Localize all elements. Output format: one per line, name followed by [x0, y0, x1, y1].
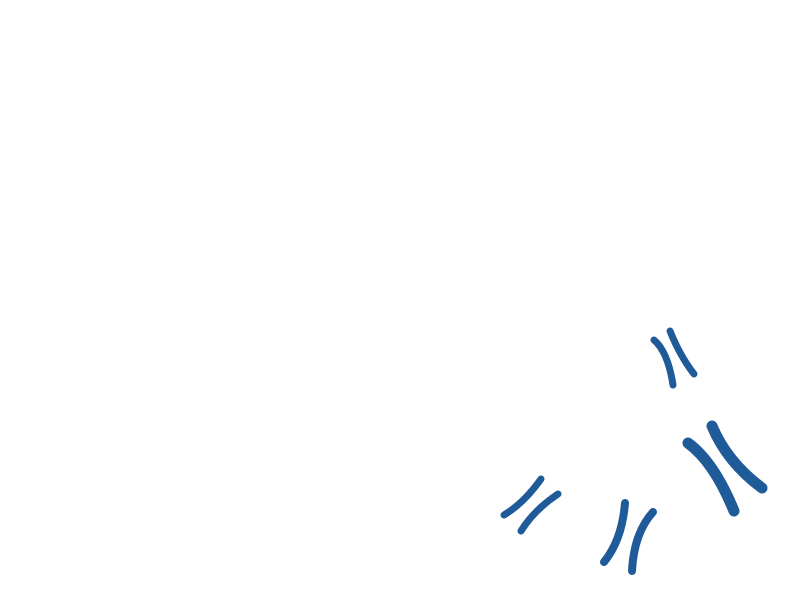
- motion-line: [650, 336, 677, 389]
- motion-line: [666, 327, 698, 378]
- motion-line: [500, 475, 545, 519]
- motion-line: [628, 508, 657, 575]
- motion-lines-group-right: [682, 420, 768, 517]
- motion-lines-group-top: [650, 327, 698, 389]
- motion-lines-group-middle: [600, 499, 657, 575]
- motion-line: [706, 420, 768, 494]
- motion-line: [517, 490, 562, 535]
- motion-lines-group-left: [500, 475, 562, 535]
- motion-line: [600, 499, 629, 566]
- motion-line: [682, 437, 740, 517]
